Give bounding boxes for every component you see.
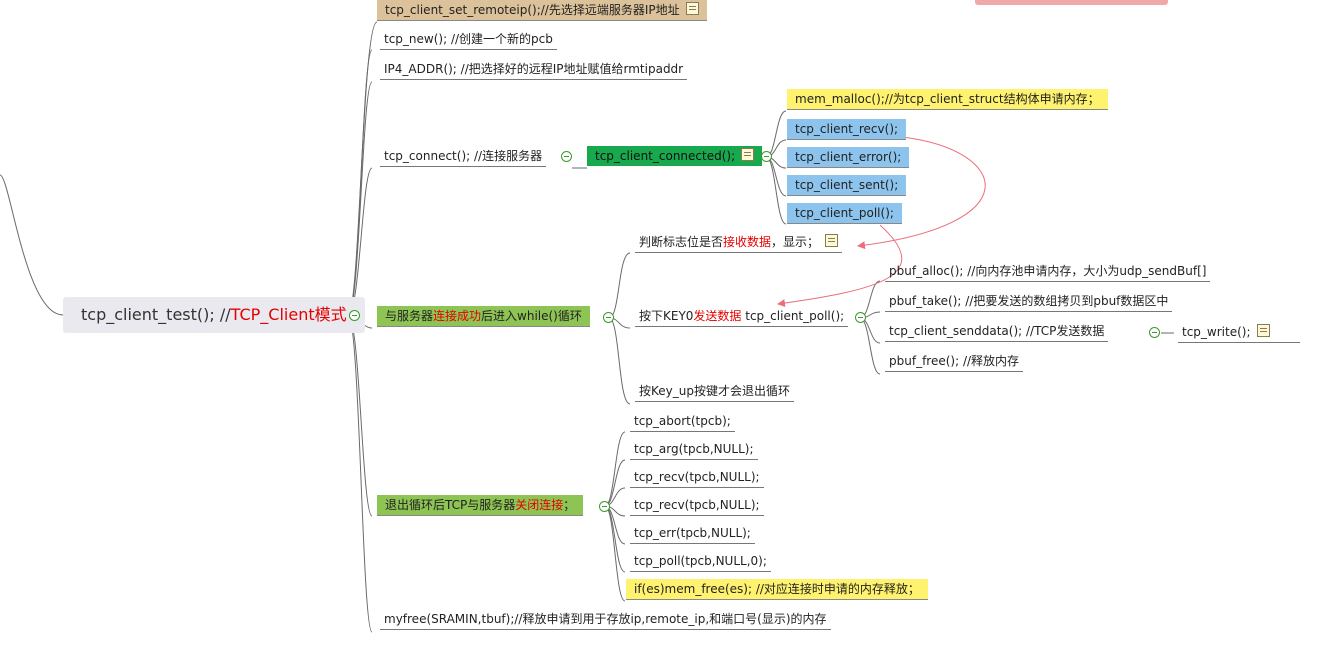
node-label: 按下KEY0 <box>639 309 694 323</box>
note-icon[interactable] <box>1256 324 1270 337</box>
node-senddata[interactable]: tcp_client_senddata(); //TCP发送数据 <box>885 321 1109 342</box>
node-tcp-err[interactable]: tcp_err(tpcb,NULL); <box>630 523 755 544</box>
node-label: ； <box>563 498 576 512</box>
node-key0[interactable]: 按下KEY0发送数据 tcp_client_poll(); <box>635 306 849 327</box>
node-tcp-write[interactable]: tcp_write(); <box>1178 322 1300 343</box>
node-label: 与服务器 <box>385 309 434 323</box>
node-label: tcp_write(); <box>1182 325 1251 339</box>
top-decoration-bar <box>975 0 1168 5</box>
link-parent <box>0 174 64 316</box>
node-pbuf-free[interactable]: pbuf_free(); //释放内存 <box>885 351 1024 372</box>
root-label: tcp_client_test(); // <box>81 305 231 324</box>
note-icon[interactable] <box>685 2 699 15</box>
link-mem-malloc <box>765 110 787 158</box>
node-ip4-addr[interactable]: IP4_ADDR(); //把选择好的远程IP地址赋值给rmtipaddr <box>380 59 688 80</box>
node-label-accent: 发送数据 <box>693 309 742 323</box>
collapse-toggle-icon[interactable] <box>603 312 614 323</box>
node-label: 退出循环后TCP与服务器 <box>385 498 516 512</box>
node-label: tcp_client_poll(); <box>741 309 845 323</box>
arrow-poll-to-key0 <box>777 224 903 308</box>
link-tcp-new <box>347 49 373 316</box>
root-node[interactable]: tcp_client_test(); //TCP_Client模式 <box>63 297 365 333</box>
link-pbuf-free <box>859 317 881 375</box>
node-mem-free[interactable]: if(es)mem_free(es); //对应连接时申请的内存释放； <box>626 579 928 600</box>
node-label: ，显示； <box>771 235 820 249</box>
node-cb-sent[interactable]: tcp_client_sent(); <box>787 175 907 196</box>
link-exit <box>347 314 373 517</box>
node-myfree[interactable]: myfree(SRAMIN,tbuf);//释放申请到用于存放ip,remote… <box>380 609 831 630</box>
node-tcp-recv-1[interactable]: tcp_recv(tpcb,NULL); <box>630 467 764 488</box>
node-exit[interactable]: 退出循环后TCP与服务器关闭连接； <box>377 495 584 516</box>
node-loop[interactable]: 与服务器连接成功后进入while()循环 <box>377 306 590 327</box>
node-label-accent: 关闭连接 <box>515 498 564 512</box>
link-tcp-abort <box>604 431 626 507</box>
collapse-toggle-icon[interactable] <box>1149 327 1160 338</box>
node-set-remoteip[interactable]: tcp_client_set_remoteip();//先选择远端服务器IP地址 <box>377 0 707 21</box>
node-cb-recv[interactable]: tcp_client_recv(); <box>787 119 907 140</box>
link-flag <box>608 252 631 319</box>
node-tcp-recv-2[interactable]: tcp_recv(tpcb,NULL); <box>630 495 764 516</box>
node-tcp-abort[interactable]: tcp_abort(tpcb); <box>630 411 735 432</box>
node-tcp-poll[interactable]: tcp_poll(tpcb,NULL,0); <box>630 551 771 572</box>
node-label: tcp_client_set_remoteip();//先选择远端服务器IP地址 <box>385 3 680 17</box>
root-accent: TCP_Client模式 <box>230 305 347 324</box>
collapse-toggle-icon[interactable] <box>349 310 360 321</box>
node-flag[interactable]: 判断标志位是否接收数据，显示； <box>635 232 843 253</box>
node-label: 判断标志位是否 <box>639 235 724 249</box>
node-pbuf-take[interactable]: pbuf_take(); //把要发送的数组拷贝到pbuf数据区中 <box>885 291 1173 312</box>
node-cb-poll[interactable]: tcp_client_poll(); <box>787 203 902 224</box>
note-icon[interactable] <box>825 234 839 247</box>
node-key-up[interactable]: 按Key_up按键才会退出循环 <box>635 381 794 402</box>
node-tcp-connect[interactable]: tcp_connect(); //连接服务器 <box>380 146 547 167</box>
node-cb-error[interactable]: tcp_client_error(); <box>787 147 910 168</box>
collapse-toggle-icon[interactable] <box>599 501 610 512</box>
collapse-toggle-icon[interactable] <box>561 151 572 162</box>
link-myfree <box>347 314 373 633</box>
arrow-recv-to-flag <box>857 136 986 250</box>
node-mem-malloc[interactable]: mem_malloc();//为tcp_client_struct结构体申请内存… <box>787 89 1108 110</box>
node-label-accent: 接收数据 <box>723 235 772 249</box>
node-label-accent: 连接成功 <box>433 309 482 323</box>
link-key-up <box>608 317 631 405</box>
note-icon[interactable] <box>741 148 755 161</box>
node-label: 后进入while()循环 <box>481 309 582 323</box>
node-tcp-new[interactable]: tcp_new(); //创建一个新的pcb <box>380 29 557 50</box>
node-connected[interactable]: tcp_client_connected(); <box>587 146 763 166</box>
collapse-toggle-icon[interactable] <box>761 151 772 162</box>
collapse-toggle-icon[interactable] <box>855 312 866 323</box>
node-pbuf-alloc[interactable]: pbuf_alloc(); //向内存池申请内存，大小为udp_sendBuf[… <box>885 261 1211 282</box>
node-label: tcp_client_connected(); <box>595 149 736 163</box>
node-tcp-arg[interactable]: tcp_arg(tpcb,NULL); <box>630 439 758 460</box>
link-mem-free <box>604 505 626 602</box>
